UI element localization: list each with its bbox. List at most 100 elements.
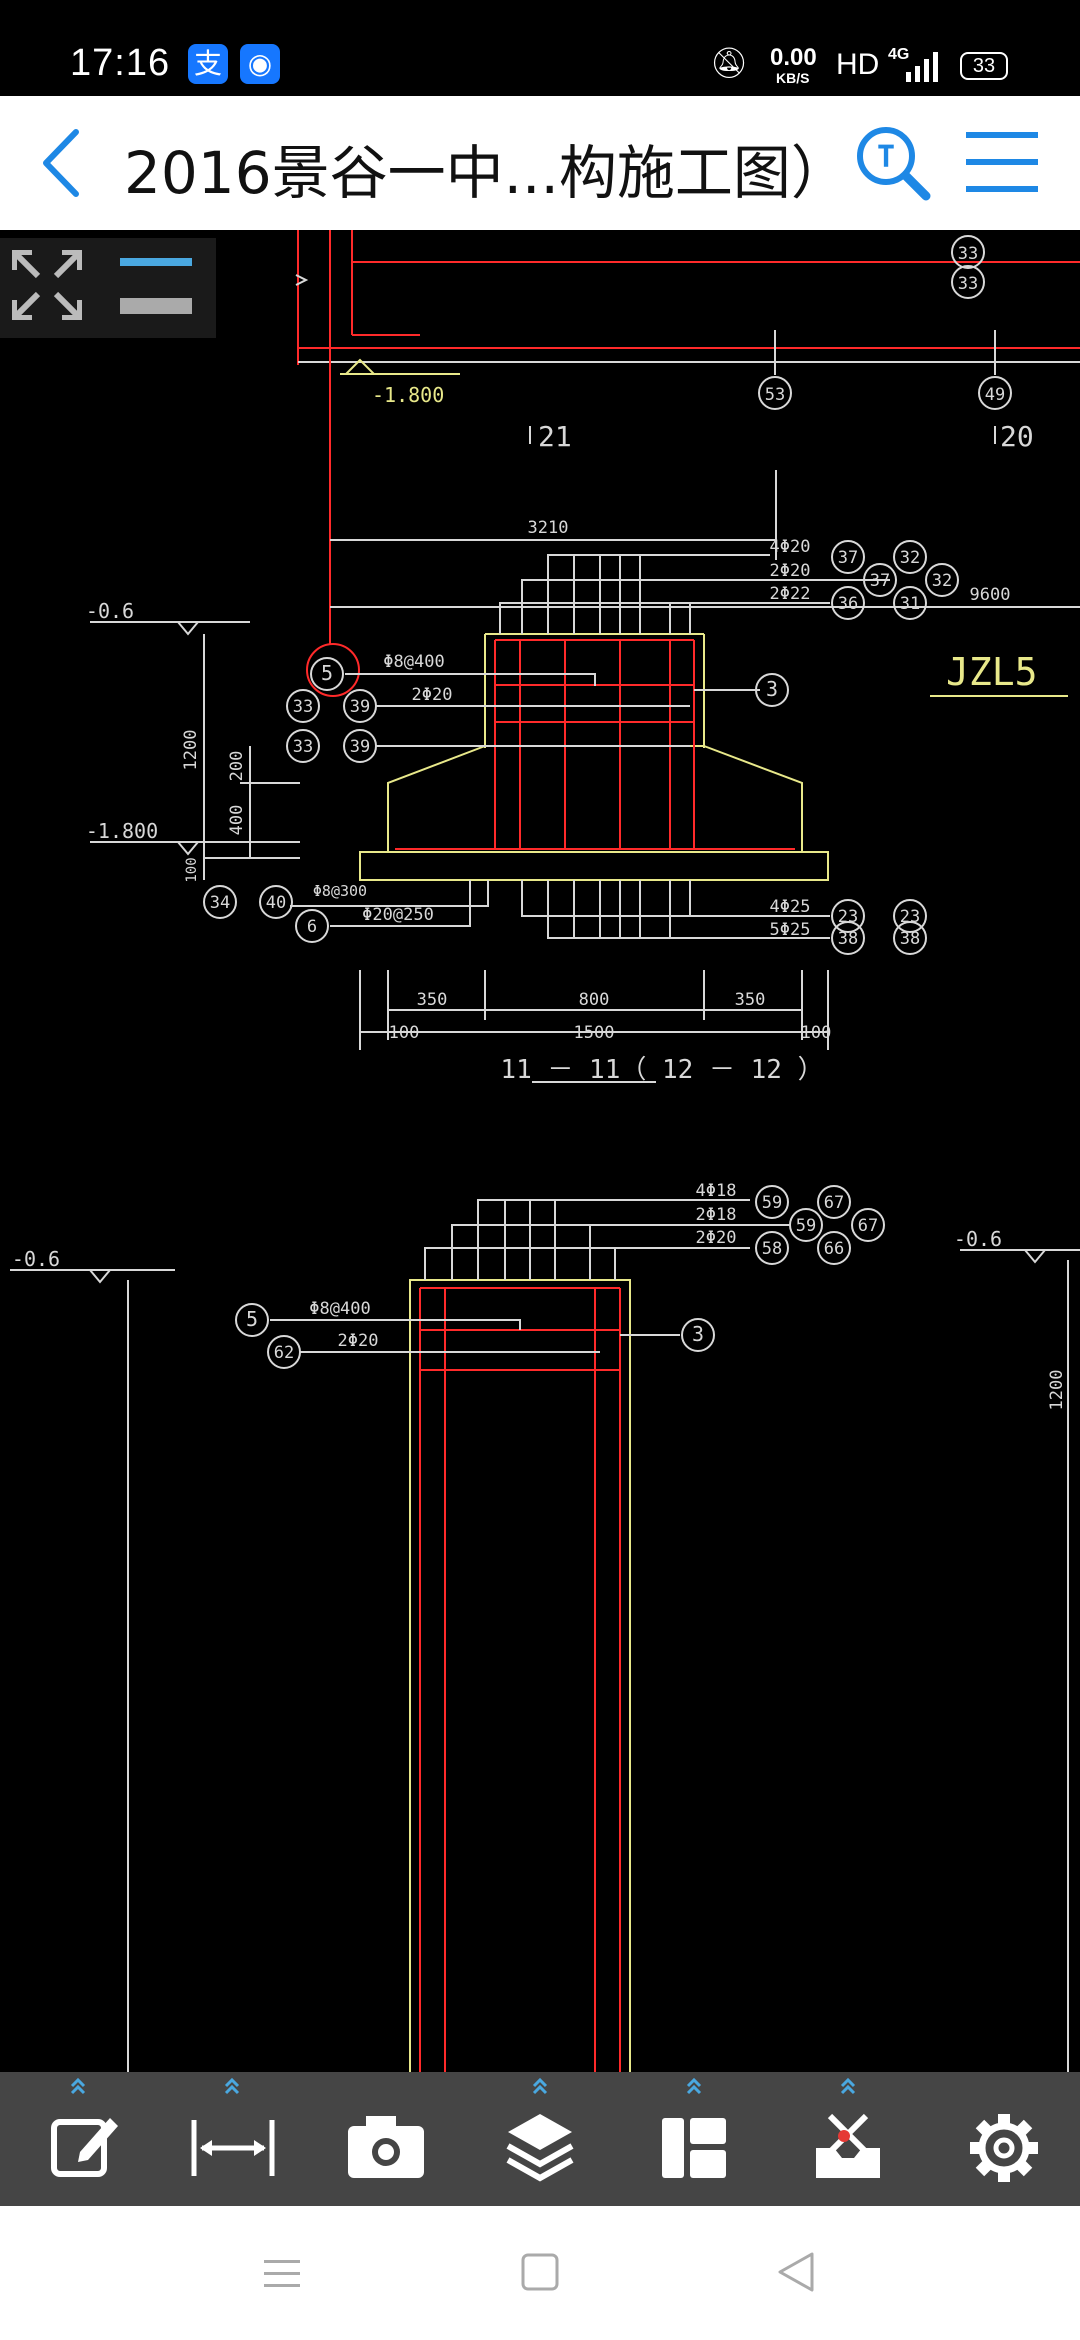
status-bar: 17:16 支 ◉ 🔕︎ 0.00 KB/S HD 4G 33 (0, 0, 1080, 96)
signal-icon (906, 52, 938, 82)
rebar-label: 4Φ20 (770, 537, 811, 557)
dimension-1200: 1200 (181, 730, 201, 771)
stirrup-label: Φ8@400 (309, 1299, 370, 1319)
back-nav-icon[interactable] (776, 2250, 816, 2294)
bar-mark: 31 (900, 594, 920, 614)
grid-bubble-49: 49 (985, 385, 1005, 405)
home-icon[interactable] (520, 2252, 560, 2292)
bar-mark: 34 (210, 893, 230, 913)
dimension-100: 100 (389, 1023, 420, 1043)
drawing-canvas[interactable]: -1.800 53 49 33 33 21 20 3210 9600 JZL5 (0, 230, 1080, 2072)
bar-mark: 32 (932, 571, 952, 591)
section-2-outline (10, 1185, 1080, 2072)
bar-mark: 67 (824, 1193, 844, 1213)
dimension-350: 350 (417, 990, 448, 1010)
bar-mark: 3 (766, 677, 778, 701)
section-1-outline (90, 540, 959, 1083)
android-notification-icon: ◉ (240, 44, 280, 84)
toolbox-tool[interactable] (788, 2072, 908, 2206)
stirrup-label: Φ8@300 (313, 882, 367, 900)
system-nav-bar (0, 2206, 1080, 2340)
toolbox-icon (816, 2077, 880, 2178)
bar-mark: 5 (246, 1307, 258, 1331)
battery-level: 33 (972, 55, 996, 77)
dimension-3210: 3210 (528, 518, 569, 538)
section-caption: 11 － 11（ 12 － 12 ） (500, 1055, 823, 1085)
net-speed: 0.00 (770, 44, 817, 71)
app-bar: 2016景谷一中...构施工图） T (0, 96, 1080, 230)
bar-mark: 36 (838, 594, 858, 614)
svg-text:T: T (877, 140, 895, 175)
measure-icon (191, 2077, 275, 2176)
line-weight-thin-icon[interactable] (120, 258, 192, 266)
bar-mark: 67 (858, 1216, 878, 1236)
status-time: 17:16 (70, 42, 171, 84)
dimension-100: 100 (184, 857, 200, 882)
settings-tool[interactable] (944, 2072, 1064, 2206)
bar-mark: 37 (838, 548, 858, 568)
rebar-label: 2Φ18 (696, 1205, 737, 1225)
layers-tool[interactable] (480, 2072, 600, 2206)
camera-icon (348, 2116, 424, 2178)
edit-icon (51, 2077, 118, 2177)
dimension-350: 350 (735, 990, 766, 1010)
bar-mark: 37 (870, 571, 890, 591)
bar-mark: 39 (350, 737, 370, 757)
rebar-label: 2Φ20 (412, 685, 453, 705)
dimension-400: 400 (227, 805, 247, 836)
rebar-label: 2Φ20 (338, 1331, 379, 1351)
text-search-icon[interactable]: T (852, 122, 932, 202)
camera-tool[interactable] (326, 2072, 446, 2206)
plan-view (295, 230, 1080, 697)
rebar-label: 2Φ22 (770, 584, 811, 604)
edit-tool[interactable] (18, 2072, 138, 2206)
elevation-label: -0.6 (12, 1247, 60, 1271)
page-title: 2016景谷一中...构施工图） (124, 139, 849, 207)
bar-mark: 62 (274, 1343, 294, 1363)
layout-icon (662, 2077, 726, 2178)
grid-bubble-33: 33 (958, 274, 978, 294)
bar-mark: 58 (762, 1239, 782, 1259)
bar-mark: 38 (838, 929, 858, 949)
layout-tool[interactable] (634, 2072, 754, 2206)
elevation-label: -1.800 (86, 819, 158, 843)
bar-mark: 23 (838, 907, 858, 927)
line-weight-thick-icon[interactable] (120, 298, 192, 314)
alipay-notification-icon: 支 (188, 44, 228, 84)
mute-icon: 🔕︎ (710, 47, 749, 80)
rebar-label: 4Φ18 (696, 1181, 737, 1201)
bar-mark: 66 (824, 1239, 844, 1259)
hd-indicator: HD (836, 48, 880, 81)
bar-mark: 33 (293, 697, 313, 717)
elevation-label: -1.800 (372, 383, 444, 407)
settings-icon (970, 2114, 1038, 2182)
bar-mark: 59 (796, 1216, 816, 1236)
fullscreen-icon[interactable] (12, 250, 82, 320)
bottom-toolbar (0, 2072, 1080, 2206)
rebar-label: Φ20@250 (362, 905, 434, 925)
grid-bubble-53: 53 (765, 385, 785, 405)
dimension-200: 200 (227, 751, 247, 782)
bar-mark: 59 (762, 1193, 782, 1213)
dimension-100: 100 (801, 1023, 832, 1043)
bar-mark: 3 (692, 1322, 704, 1346)
bar-mark: 5 (321, 661, 333, 685)
bar-mark: 39 (350, 697, 370, 717)
stirrup-label: Φ8@400 (383, 652, 444, 672)
back-icon[interactable] (36, 126, 88, 200)
menu-icon[interactable] (964, 130, 1040, 194)
recent-apps-icon[interactable] (262, 2254, 302, 2294)
bar-mark: 23 (900, 907, 920, 927)
view-control-panel (0, 238, 216, 338)
elevation-label: -0.6 (86, 599, 134, 623)
beam-label: JZL5 (946, 650, 1038, 694)
measure-tool[interactable] (172, 2072, 292, 2206)
dimension-800: 800 (579, 990, 610, 1010)
dimension-1200: 1200 (1047, 1370, 1067, 1411)
rebar-label: 4Φ25 (770, 897, 811, 917)
grid-label-20: 20 (1000, 420, 1034, 453)
battery-icon: 33 (960, 52, 1008, 80)
bar-mark: 38 (900, 929, 920, 949)
bar-mark: 32 (900, 548, 920, 568)
bar-mark: 33 (293, 737, 313, 757)
